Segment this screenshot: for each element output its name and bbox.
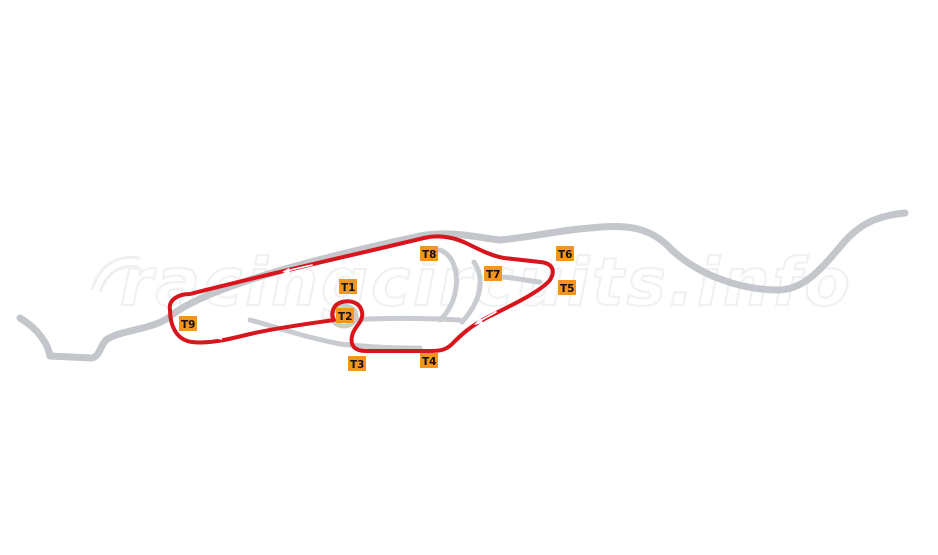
turn-label-text: T4 xyxy=(422,356,436,368)
turn-label-t6: T6 xyxy=(556,246,574,261)
infield-loop xyxy=(437,247,483,325)
turn-label-t7: T7 xyxy=(484,266,502,281)
turn-label-text: T6 xyxy=(558,249,572,261)
turn-label-t8: T8 xyxy=(420,246,438,261)
turn-label-text: T7 xyxy=(486,269,500,281)
track-outline xyxy=(167,234,555,353)
main-road xyxy=(16,209,909,362)
turn-label-t4: T4 xyxy=(420,353,438,368)
turn-label-text: T5 xyxy=(560,283,574,295)
turn-label-t3: T3 xyxy=(348,356,366,371)
service-road-lower xyxy=(247,317,423,351)
turn-label-text: T3 xyxy=(350,359,364,371)
turn-label-text: T1 xyxy=(341,282,355,294)
direction-arrow-bottom xyxy=(214,331,243,340)
turn-label-text: T2 xyxy=(338,311,352,323)
race-track xyxy=(167,234,555,353)
turn-label-t2: T2 xyxy=(336,308,354,323)
turn-labels: T1 T2 T3 T4 T5 T6 T7 T8 xyxy=(179,246,576,371)
turn-label-t5: T5 xyxy=(558,280,576,295)
turn-label-t1: T1 xyxy=(339,279,357,294)
turn-label-text: T8 xyxy=(422,249,436,261)
direction-arrow-right xyxy=(474,311,497,325)
direction-arrow-top xyxy=(282,264,313,274)
watermark-logo-icon xyxy=(90,255,141,293)
turn-label-text: T9 xyxy=(181,319,195,331)
turn-label-t9: T9 xyxy=(179,316,197,331)
